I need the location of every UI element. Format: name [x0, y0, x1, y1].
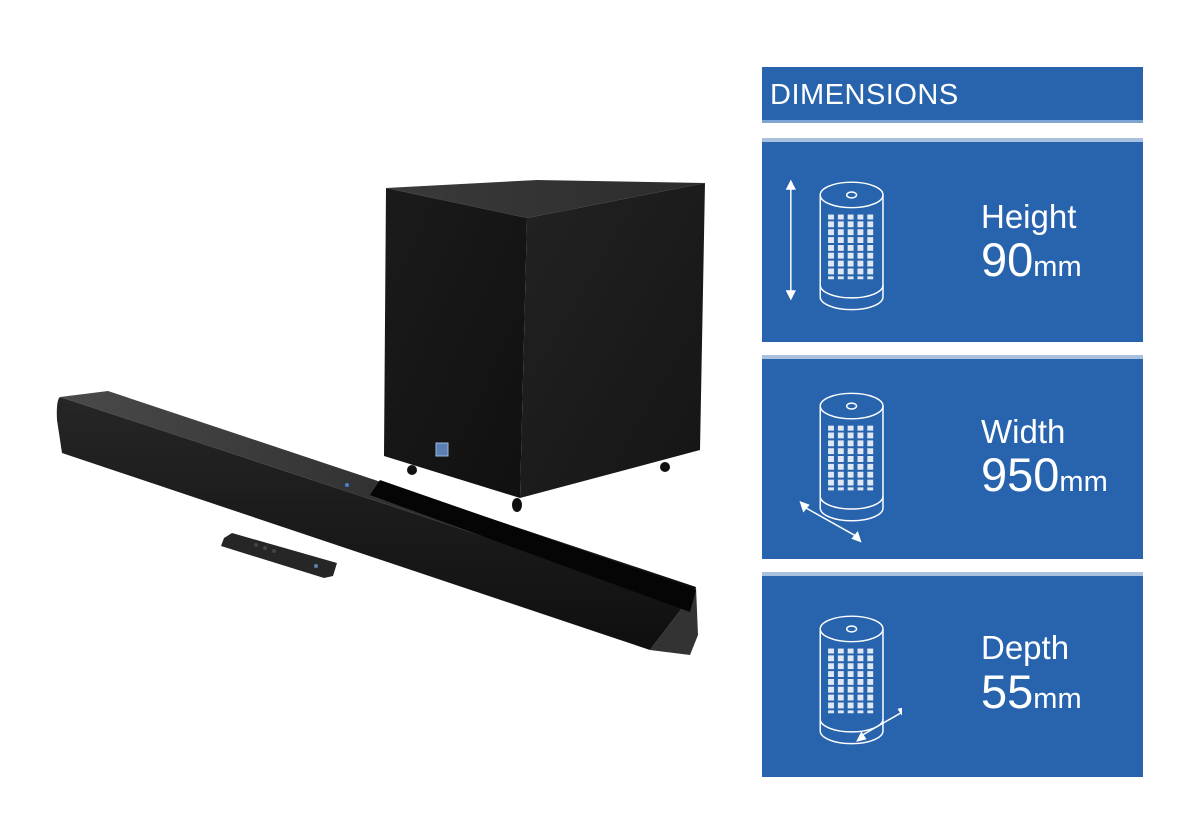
dimension-value: 55mm — [981, 665, 1082, 718]
dimension-value: 90mm — [981, 233, 1082, 286]
dimensions-header: DIMENSIONS — [762, 67, 1143, 123]
cylinder-width-arrow-icon — [799, 392, 884, 543]
soundbar-system-illustration — [56, 180, 705, 655]
dimension-label: Width — [981, 413, 1066, 450]
brand-logo-icon — [435, 442, 449, 457]
subwoofer — [384, 180, 705, 512]
dimension-value: 950mm — [981, 448, 1108, 501]
dimension-panel-width: Width 950mm — [762, 355, 1143, 559]
dimension-label: Height — [981, 198, 1077, 235]
remote-control — [221, 533, 337, 578]
dimension-label: Depth — [981, 629, 1070, 666]
cylinder-height-arrow-icon — [785, 179, 884, 311]
product-image — [56, 180, 705, 655]
dimension-panel-depth: Depth 55mm — [762, 572, 1143, 777]
cylinder-depth-arrow-icon — [819, 615, 902, 745]
dimensions-title: DIMENSIONS — [770, 79, 959, 111]
dimension-panel-height: Height 90mm — [762, 138, 1143, 342]
soundbar — [56, 391, 698, 655]
indicator-light-icon — [345, 483, 349, 487]
